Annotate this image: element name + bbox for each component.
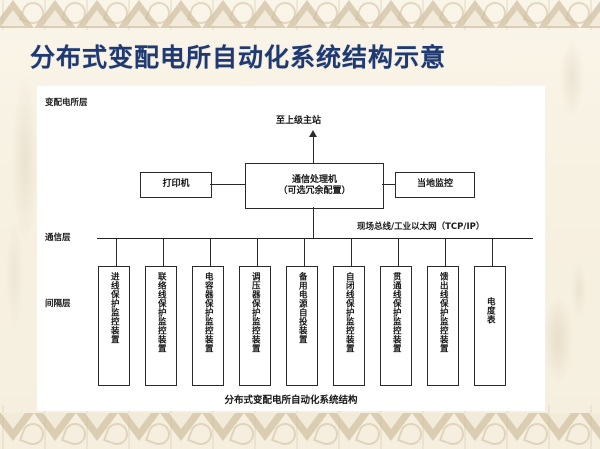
box-capacitor-protection[interactable]: 电容器保护监控装置 [192,266,224,386]
box-printer-label: 打印机 [162,179,190,190]
box-communication-processor-label-line1: 通信处理机 [291,174,337,185]
box-backup-power-auto-switch[interactable]: 备用电源自投装置 [286,266,318,386]
box-local-monitoring[interactable]: 当地监控 [395,172,475,198]
link-processor-bus [313,207,314,238]
box-tie-line-protection[interactable]: 联络线保护监控装置 [145,266,177,386]
uplink-arrow-icon [309,130,317,137]
bus-drop-2 [163,238,164,266]
box-self-closed-line-protection-label: 自闭线保护监控装置 [344,272,355,353]
box-voltage-regulator-protection-label: 调压器保护监控装置 [250,272,261,353]
decorative-border-bottom [0,405,600,449]
box-incoming-line-protection[interactable]: 进线保护监控装置 [98,266,130,386]
link-processor-monitoring [382,184,395,185]
bus-drop-4 [257,238,258,266]
box-feeder-line-protection-label: 馈出线保护监控装置 [438,272,449,353]
layer-label-bay: 间隔层 [45,299,71,309]
box-self-closed-line-protection[interactable]: 自闭线保护监控装置 [333,266,365,386]
diagram-panel: 变配电所层 通信层 间隔层 至上级主站 打印机 通信处理机 （可选冗余配置） [37,86,545,411]
system-structure-diagram: 变配电所层 通信层 间隔层 至上级主站 打印机 通信处理机 （可选冗余配置） [37,86,545,411]
bus-drop-1 [116,238,117,266]
box-local-monitoring-label: 当地监控 [416,179,453,190]
box-through-line-protection[interactable]: 贯通线保护监控装置 [380,266,412,386]
box-feeder-line-protection[interactable]: 馈出线保护监控装置 [427,266,459,386]
uplink-line [313,137,314,163]
bus-drop-7 [398,238,399,266]
box-tie-line-protection-label: 联络线保护监控装置 [156,272,167,353]
page-title: 分布式变配电所自动化系统结构示意 [30,43,447,72]
bus-drop-5 [304,238,305,266]
box-through-line-protection-label: 贯通线保护监控装置 [391,272,402,353]
box-printer[interactable]: 打印机 [140,172,212,198]
box-incoming-line-protection-label: 进线保护监控装置 [109,272,120,344]
box-voltage-regulator-protection[interactable]: 调压器保护监控装置 [239,266,271,386]
uplink-label: 至上级主站 [276,116,322,126]
link-printer-processor [210,184,245,185]
communication-bus [97,238,533,239]
layer-label-communication: 通信层 [45,233,71,243]
layer-label-substation: 变配电所层 [45,98,88,108]
bus-label: 现场总线/工业以太网（TCP/IP） [357,222,485,232]
bus-drop-9 [492,238,493,266]
box-watt-hour-meter[interactable]: 电度表 [474,266,506,386]
bus-drop-3 [210,238,211,266]
diagram-caption: 分布式变配电所自动化系统结构 [224,395,358,406]
bus-drop-6 [351,238,352,266]
box-capacitor-protection-label: 电容器保护监控装置 [203,272,214,353]
bus-drop-8 [445,238,446,266]
box-backup-power-auto-switch-label: 备用电源自投装置 [297,272,308,344]
box-watt-hour-meter-label: 电度表 [485,297,496,324]
box-communication-processor[interactable]: 通信处理机 （可选冗余配置） [245,163,384,209]
watermark-right-top [546,30,598,150]
decorative-border-top [0,0,600,30]
box-communication-processor-label-line2: （可选冗余配置） [278,186,351,196]
